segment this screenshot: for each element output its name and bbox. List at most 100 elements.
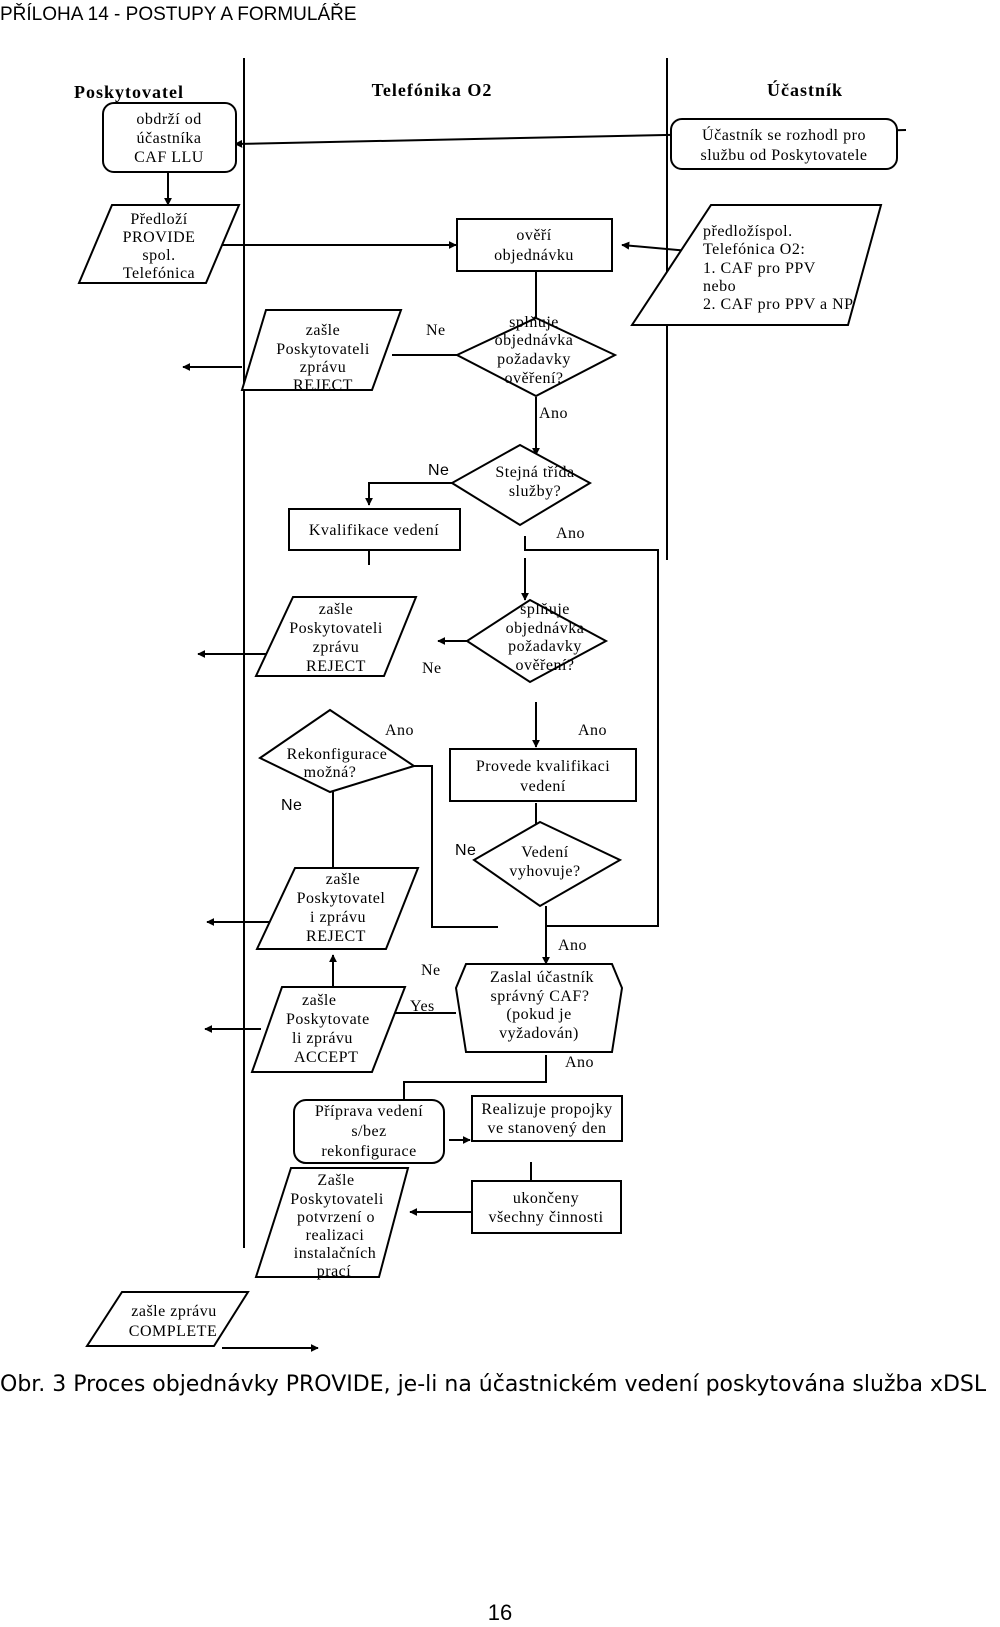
- svg-text:rekonfigurace: rekonfigurace: [321, 1143, 416, 1160]
- svg-text:vyžadován): vyžadován): [499, 1025, 579, 1042]
- node-subscriber-decided: Účastník se rozhodl pro službu od Poskyt…: [670, 118, 898, 170]
- svg-text:Poskytovateli: Poskytovateli: [276, 341, 370, 358]
- svg-text:zašle: zašle: [319, 601, 353, 618]
- node-meets-requirements-2: splňuje objednávka požadavky ověření?: [465, 598, 609, 684]
- page-number: 16: [487, 1600, 513, 1625]
- svg-text:potvrzení o: potvrzení o: [297, 1209, 375, 1226]
- svg-text:službu od Poskytovatele: službu od Poskytovatele: [700, 147, 867, 164]
- svg-text:splňuje: splňuje: [509, 314, 559, 331]
- svg-text:realizaci: realizaci: [306, 1227, 365, 1244]
- node-complete: zašle zprávu COMPLETE: [85, 1291, 250, 1347]
- svg-text:vyhovuje?: vyhovuje?: [509, 863, 580, 880]
- svg-text:REJECT: REJECT: [306, 658, 366, 675]
- svg-text:ověří: ověří: [516, 227, 551, 244]
- label-yes-4: Ano: [578, 722, 607, 739]
- svg-text:Stejná třída: Stejná třída: [495, 464, 574, 481]
- svg-text:Předloží: Předloží: [130, 211, 187, 228]
- svg-text:2. CAF pro PPV a NP: 2. CAF pro PPV a NP: [703, 296, 854, 313]
- svg-text:REJECT: REJECT: [306, 928, 366, 945]
- svg-text:předložíspol.: předložíspol.: [703, 223, 793, 240]
- svg-text:služby?: služby?: [509, 483, 561, 500]
- svg-text:splňuje: splňuje: [520, 601, 570, 618]
- svg-text:Realizuje propojky: Realizuje propojky: [481, 1101, 612, 1118]
- node-line-preparation: Příprava vedení s/bez rekonfigurace: [293, 1099, 445, 1164]
- svg-text:(pokud je: (pokud je: [506, 1006, 571, 1023]
- node-same-class: Stejná třída služby?: [450, 443, 593, 527]
- svg-text:ověření?: ověření?: [515, 657, 574, 674]
- label-no-5: Ne: [455, 842, 476, 859]
- svg-text:vedení: vedení: [520, 778, 566, 795]
- svg-text:Zašle: Zašle: [317, 1172, 354, 1189]
- svg-text:ukončeny: ukončeny: [513, 1190, 579, 1207]
- svg-text:Kvalifikace vedení: Kvalifikace vedení: [309, 522, 439, 539]
- svg-text:s/bez: s/bez: [351, 1123, 386, 1140]
- svg-text:1. CAF pro PPV: 1. CAF pro PPV: [703, 260, 816, 277]
- node-verifies-order: ověří objednávku: [456, 218, 613, 272]
- node-subscriber-submits: předložíspol. Telefónica O2: 1. CAF pro …: [630, 204, 883, 326]
- svg-text:obdrží od: obdrží od: [136, 111, 201, 128]
- svg-text:požadavky: požadavky: [508, 638, 582, 655]
- svg-text:Telefónica O2:: Telefónica O2:: [703, 241, 805, 258]
- svg-text:Rekonfigurace: Rekonfigurace: [287, 746, 388, 763]
- svg-text:nebo: nebo: [703, 278, 736, 295]
- svg-text:Příprava vedení: Příprava vedení: [315, 1103, 423, 1120]
- label-yes-6: Yes: [410, 998, 435, 1015]
- node-line-qualification: Kvalifikace vedení: [288, 508, 461, 551]
- node-realizes-connection: Realizuje propojky ve stanovený den: [471, 1095, 623, 1142]
- svg-text:všechny činnosti: všechny činnosti: [488, 1209, 603, 1226]
- svg-text:zprávu: zprávu: [300, 359, 347, 376]
- node-performs-qualification: Provede kvalifikaci vedení: [449, 748, 637, 802]
- svg-text:účastníka: účastníka: [137, 130, 202, 147]
- label-no-2: Ne: [428, 462, 449, 479]
- node-receives-caf: obdrží od účastníka CAF LLU: [102, 102, 237, 173]
- svg-text:ve stanovený den: ve stanovený den: [487, 1120, 606, 1137]
- node-submits-provide: Předloží PROVIDE spol. Telefónica: [77, 204, 241, 284]
- svg-text:zašle: zašle: [306, 322, 340, 339]
- svg-text:li zprávu: li zprávu: [292, 1030, 353, 1047]
- lane-title-subscriber: Účastník: [767, 79, 843, 100]
- label-no-3: Ne: [422, 660, 442, 677]
- svg-text:Provede kvalifikaci: Provede kvalifikaci: [476, 758, 610, 775]
- label-yes-7: Ano: [565, 1054, 594, 1071]
- svg-text:instalačních: instalačních: [294, 1245, 376, 1262]
- svg-text:COMPLETE: COMPLETE: [129, 1323, 217, 1340]
- svg-text:Účastník se rozhodl pro: Účastník se rozhodl pro: [702, 125, 866, 144]
- svg-text:PROVIDE: PROVIDE: [123, 229, 196, 246]
- node-reconfiguration-possible: Rekonfigurace možná?: [258, 708, 417, 794]
- figure-caption: Obr. 3 Proces objednávky PROVIDE, je-li …: [0, 1372, 987, 1397]
- svg-text:Poskytovate: Poskytovate: [286, 1011, 370, 1028]
- svg-text:požadavky: požadavky: [497, 351, 571, 368]
- node-accept: zašle Poskytovate li zprávu ACCEPT: [250, 986, 407, 1073]
- node-meets-requirements-1: splňuje objednávka požadavky ověření?: [454, 314, 618, 398]
- label-yes-1: Ano: [539, 405, 568, 422]
- lane-title-provider: Poskytovatel: [74, 82, 184, 102]
- label-yes-2: Ano: [556, 525, 585, 542]
- svg-text:REJECT: REJECT: [293, 377, 353, 394]
- svg-text:možná?: možná?: [304, 764, 357, 781]
- svg-text:Poskytovateli: Poskytovateli: [289, 620, 383, 637]
- svg-text:Zaslal účastník: Zaslal účastník: [490, 969, 594, 986]
- svg-text:Telefónica: Telefónica: [123, 265, 195, 282]
- svg-text:objednávka: objednávka: [506, 620, 585, 637]
- svg-text:ACCEPT: ACCEPT: [294, 1049, 358, 1066]
- svg-text:i zprávu: i zprávu: [310, 909, 366, 926]
- svg-text:Poskytovateli: Poskytovateli: [290, 1191, 384, 1208]
- svg-text:zašle zprávu: zašle zprávu: [131, 1303, 217, 1320]
- svg-text:CAF LLU: CAF LLU: [134, 149, 204, 166]
- label-no-6: Ne: [421, 962, 441, 979]
- node-all-finished: ukončeny všechny činnosti: [471, 1180, 622, 1234]
- svg-text:spol.: spol.: [142, 247, 175, 264]
- label-no-1: Ne: [426, 322, 446, 339]
- label-yes-3: Ano: [385, 722, 414, 739]
- svg-text:ověření?: ověření?: [504, 370, 563, 387]
- svg-text:objednávku: objednávku: [494, 247, 574, 264]
- svg-text:zašle: zašle: [302, 992, 336, 1009]
- node-reject-2: zašle Poskytovateli zprávu REJECT: [254, 596, 418, 677]
- svg-text:Vedení: Vedení: [521, 844, 568, 861]
- node-reject-3: zašle Poskytovatel i zprávu REJECT: [255, 867, 420, 950]
- label-yes-5: Ano: [558, 937, 587, 954]
- svg-text:zašle: zašle: [326, 871, 360, 888]
- svg-text:správný CAF?: správný CAF?: [491, 988, 590, 1005]
- svg-text:prací: prací: [317, 1263, 352, 1280]
- label-no-4: Ne: [281, 797, 302, 814]
